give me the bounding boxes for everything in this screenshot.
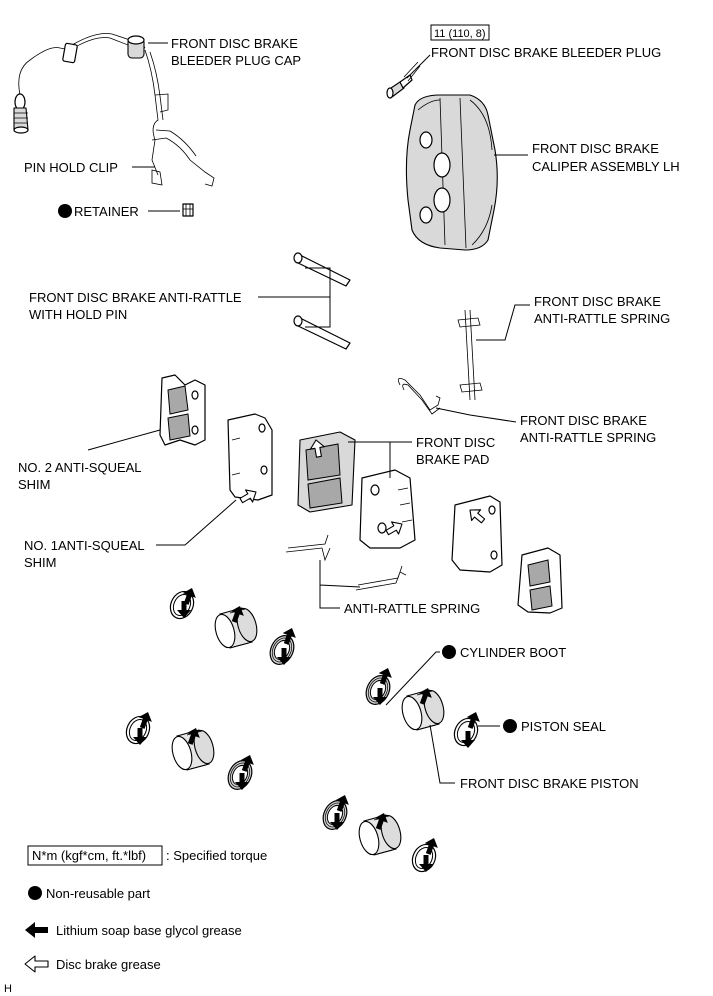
piston-seal-nonreusable-icon: [503, 719, 517, 733]
retainer-nonreusable-icon: [58, 204, 72, 218]
label-anti-rattle-spring-b-line1: FRONT DISC BRAKE: [520, 413, 647, 428]
label-anti-rattle-spring-b-line2: ANTI-RATTLE SPRING: [520, 430, 656, 445]
anti-rattle-spring-lower-part: [285, 534, 407, 591]
torque-box: [430, 24, 490, 41]
right-piston-group: [318, 671, 483, 876]
label-cylinder-boot: CYLINDER BOOT: [460, 645, 566, 660]
legend-non-reusable: Non-reusable part: [46, 886, 150, 901]
lithium-grease-arrows: [133, 585, 483, 872]
label-no1-shim-line2: SHIM: [24, 555, 57, 570]
label-anti-rattle-pin-line2: WITH HOLD PIN: [29, 307, 127, 322]
label-caliper-line2: CALIPER ASSEMBLY LH: [532, 159, 680, 174]
bleeder-plug-part: [386, 61, 421, 99]
footer-mark: H: [4, 983, 12, 995]
label-caliper-line1: FRONT DISC BRAKE: [532, 141, 659, 156]
label-no2-shim-line2: SHIM: [18, 477, 51, 492]
label-anti-rattle-pin-line1: FRONT DISC BRAKE ANTI-RATTLE: [29, 290, 242, 305]
leader-lines: [87, 42, 530, 784]
bleeder-plug-cap-wire: [13, 33, 215, 187]
label-bleeder-plug-cap-line2: BLEEDER PLUG CAP: [171, 53, 301, 68]
cylinder-boot-nonreusable-icon: [442, 645, 456, 659]
label-bleeder-plug-cap-line1: FRONT DISC BRAKE: [171, 36, 298, 51]
filled-circle-icon: [28, 886, 42, 900]
legend-lithium-grease: Lithium soap base glycol grease: [56, 923, 242, 938]
legend-torque-box: [27, 845, 163, 866]
label-anti-rattle-spring-a-line2: ANTI-RATTLE SPRING: [534, 311, 670, 326]
no2-shim-right-part: [517, 547, 563, 614]
label-brake-pad-line2: BRAKE PAD: [416, 452, 489, 467]
legend-torque-box-text: N*m (kgf*cm, ft.*lbf): [32, 848, 146, 863]
label-anti-rattle-spring-a-line1: FRONT DISC BRAKE: [534, 294, 661, 309]
label-torque-value: 11 (110, 8): [434, 28, 486, 40]
anti-rattle-pins-part: [293, 252, 351, 350]
brake-pad-right-part: [359, 469, 416, 549]
legend-torque-desc: : Specified torque: [166, 848, 267, 863]
solid-arrow-icon: [25, 922, 48, 938]
label-retainer: RETAINER: [74, 204, 139, 219]
label-bleeder-plug: FRONT DISC BRAKE BLEEDER PLUG: [431, 45, 661, 60]
label-brake-pad-line1: FRONT DISC: [416, 435, 495, 450]
label-piston-seal: PISTON SEAL: [521, 719, 606, 734]
legend-disc-grease: Disc brake grease: [56, 957, 161, 972]
no1-shim-right-part: [451, 495, 503, 573]
label-no1-shim-line1: NO. 1ANTI-SQUEAL: [24, 538, 145, 553]
label-pin-hold-clip: PIN HOLD CLIP: [24, 160, 118, 175]
no1-shim-left-part: [227, 413, 273, 501]
label-anti-rattle-spring: ANTI-RATTLE SPRING: [344, 601, 480, 616]
label-no2-shim-line1: NO. 2 ANTI-SQUEAL: [18, 460, 142, 475]
caliper-part: [405, 94, 498, 251]
retainer-part: [182, 203, 194, 217]
hollow-arrow-icon: [24, 955, 49, 973]
brake-pad-left-part: [297, 431, 356, 513]
label-piston: FRONT DISC BRAKE PISTON: [460, 776, 639, 791]
no2-shim-left-part: [159, 374, 206, 446]
anti-rattle-spring-upper-part: [397, 309, 483, 415]
